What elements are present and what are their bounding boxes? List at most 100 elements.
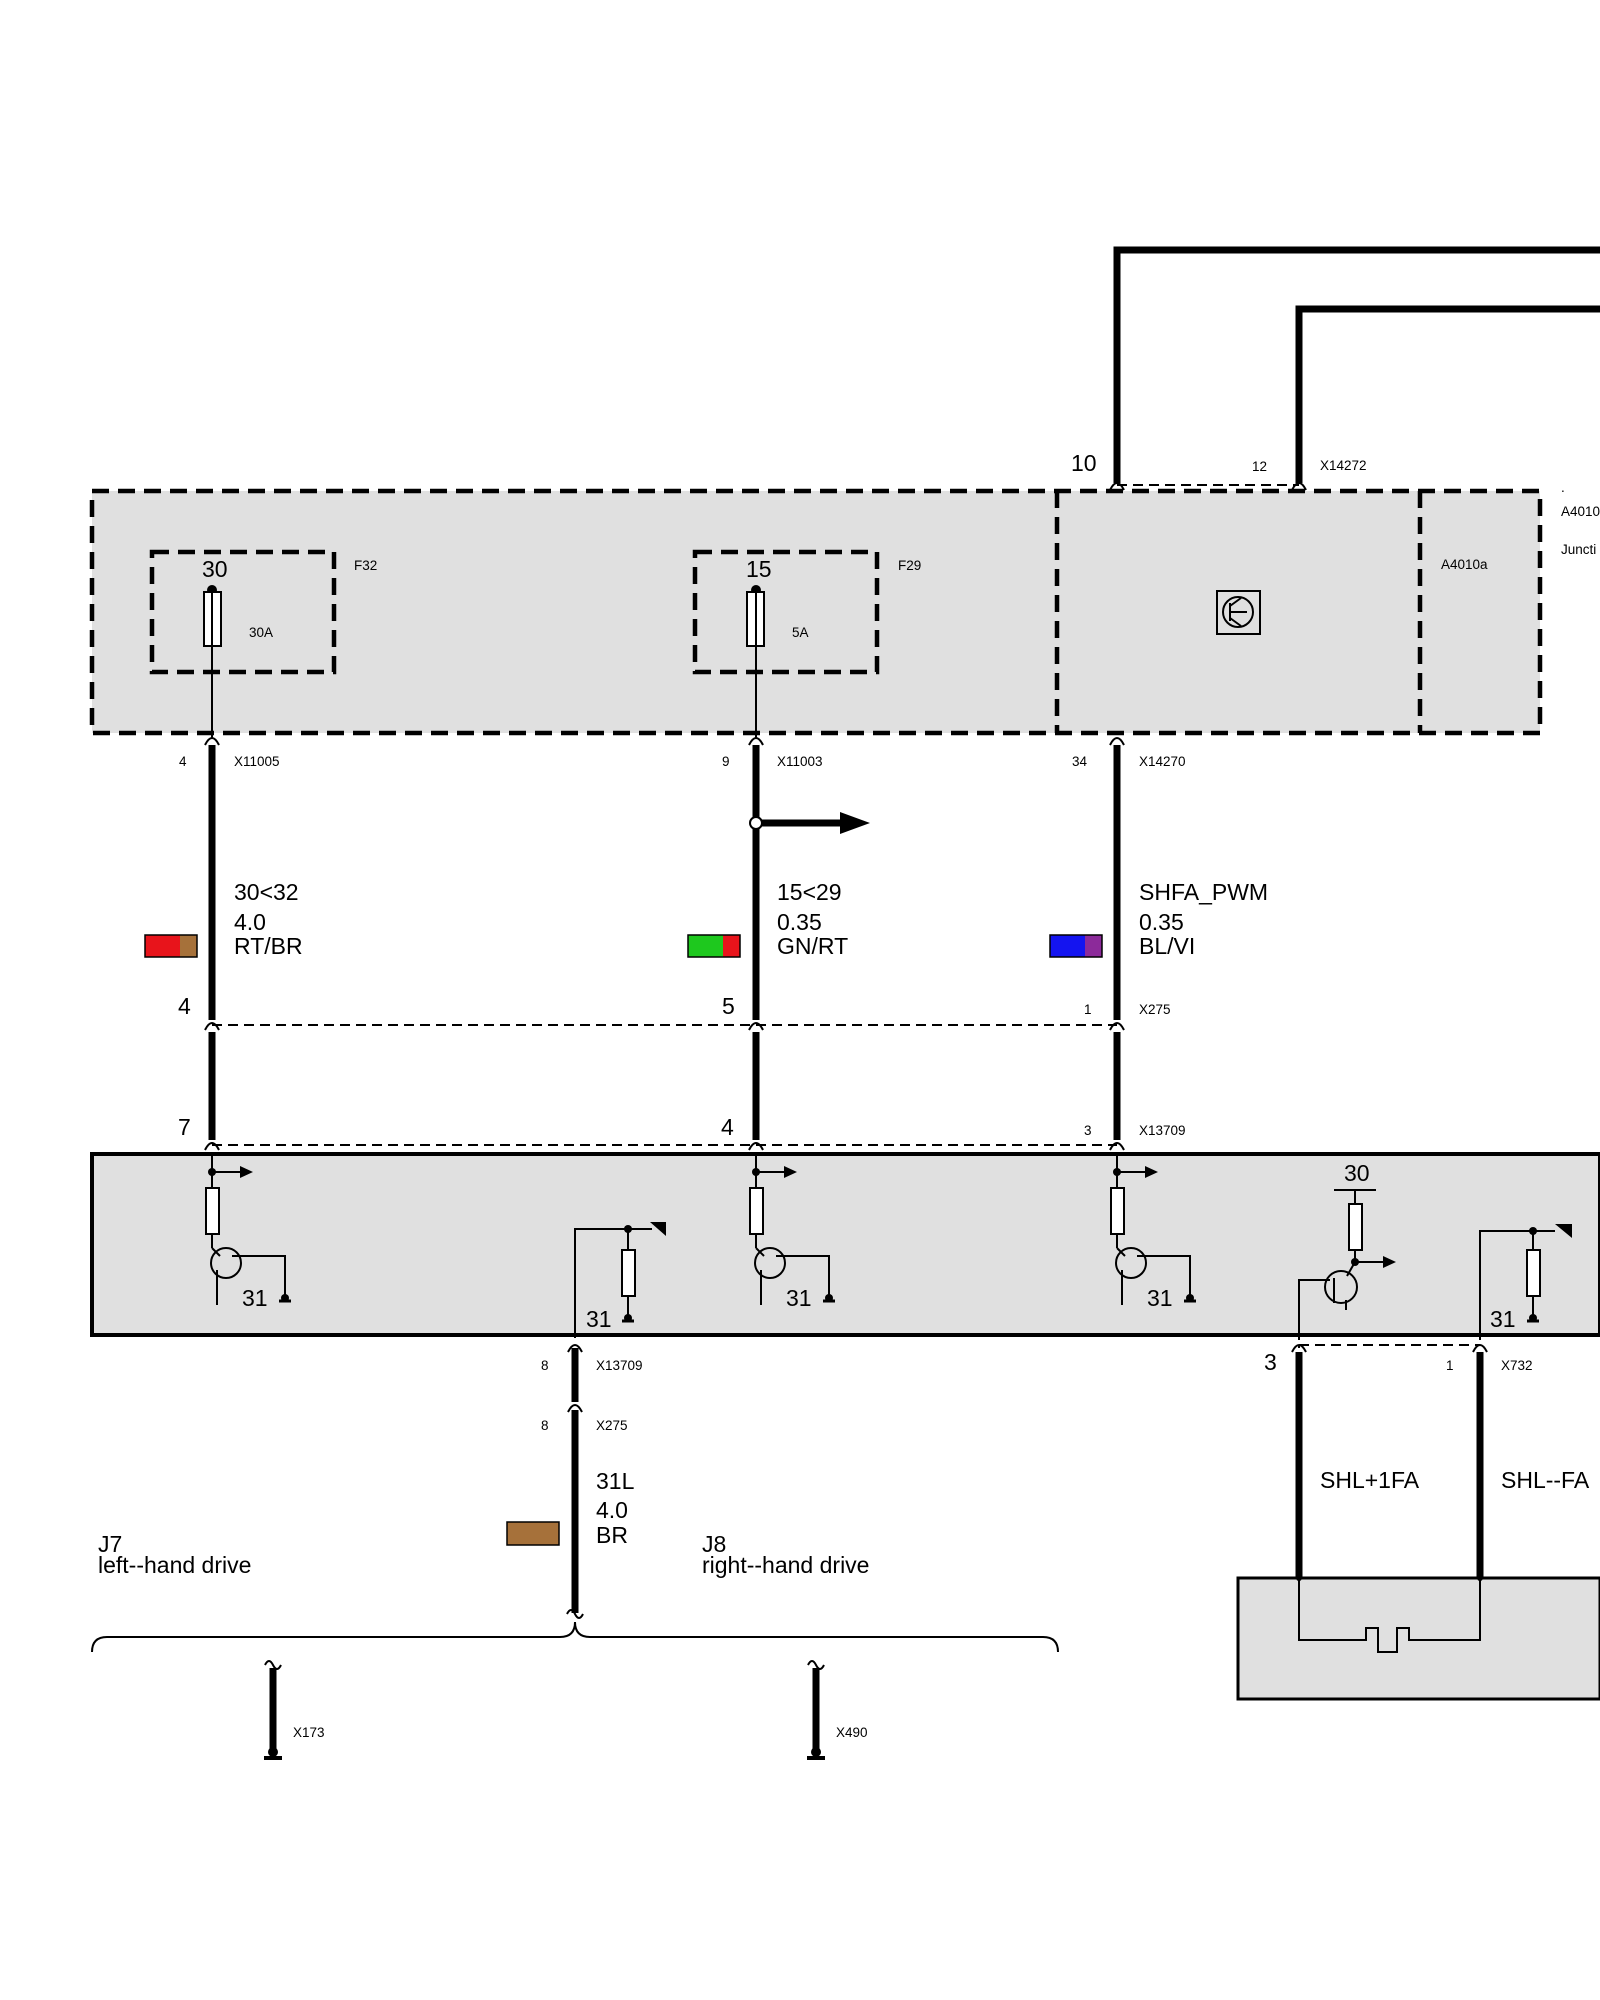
fuse-id: F32 <box>354 558 377 573</box>
fuse-id: F29 <box>898 558 921 573</box>
ground-point-x173: X173 <box>264 1660 325 1760</box>
wire-30-32: 4 X11005 30<32 4.0 RT/BR 4 7 <box>144 745 303 1140</box>
resistor-icon <box>1110 1187 1125 1235</box>
swatch-secondary <box>1085 935 1102 957</box>
transistor-icon <box>1324 1270 1358 1304</box>
connector-pin-label: 34 <box>1072 754 1088 769</box>
resistor-icon <box>1348 1203 1363 1251</box>
ground-icon <box>811 1747 821 1757</box>
module-dot: . <box>1561 480 1565 495</box>
ground-point-x490: X490 <box>807 1660 868 1760</box>
connector-pin-label: 3 <box>1084 1123 1092 1138</box>
fuse-f32: 30 F32 30A <box>149 549 377 738</box>
wire-shfa-pwm: 34 X14270 SHFA_PWM 0.35 BL/VI 1 3 <box>1049 745 1268 1140</box>
wire-color-swatch <box>1049 934 1103 958</box>
connector-pin-label: 4 <box>721 1114 734 1140</box>
wire-cross-section: 0.35 <box>777 909 822 935</box>
wire-15-29: 9 X11003 15<29 0.35 GN/RT 5 4 <box>687 745 870 1140</box>
variant-brace: J7 left--hand drive J8 right--hand drive <box>91 1531 1059 1653</box>
connector-id: X11005 <box>234 754 280 769</box>
inline-connector-x13709: X13709 <box>204 1123 1186 1151</box>
connector-pin-label: 8 <box>541 1358 549 1373</box>
driver-stage: 31 <box>749 1154 835 1311</box>
connector-pin-label: 5 <box>722 993 735 1019</box>
connector-id: X13709 <box>1139 1123 1186 1138</box>
wire-color-code: GN/RT <box>777 933 848 959</box>
wire-signal: SHL+1FA <box>1320 1467 1420 1493</box>
connector-pins-top <box>204 737 1125 746</box>
ground-label: 31 <box>1490 1306 1516 1332</box>
wire-cross-section: 4.0 <box>596 1497 628 1523</box>
connector-id: X13709 <box>596 1358 643 1373</box>
junction-box-fill <box>92 491 1540 733</box>
fuse-rating: 5A <box>792 625 809 640</box>
connector-pin-label: 12 <box>1252 459 1267 474</box>
driver-stage: 31 <box>1110 1154 1196 1311</box>
wire-signal: 30<32 <box>234 879 299 905</box>
connector-id: X732 <box>1501 1358 1533 1373</box>
junction-box-outline <box>89 488 1543 736</box>
seat-heater-module <box>1236 1576 1600 1701</box>
wire-color-swatch <box>506 1521 560 1546</box>
connector-pin-label: 10 <box>1071 450 1097 476</box>
transistor-icon <box>1216 590 1261 635</box>
variant-code: J7 <box>98 1531 122 1557</box>
connector-id: X14270 <box>1139 754 1186 769</box>
ground-label: 31 <box>786 1285 812 1311</box>
resistor-icon <box>205 1187 220 1235</box>
wire-color-swatch <box>687 934 741 958</box>
inline-connector-x275: X275 <box>204 1002 1171 1031</box>
top-feed-wires: 10 12 X14272 <box>1071 246 1600 491</box>
ground-pull: 31 <box>574 1222 666 1338</box>
connector-id: X11003 <box>777 754 823 769</box>
swatch-secondary <box>180 935 197 957</box>
junction-box-a4010: . A4010 Juncti A4010a 30 F32 30A 15 F2 <box>89 480 1600 738</box>
wire-signal: SHFA_PWM <box>1139 879 1268 905</box>
ground-point-id: X173 <box>293 1725 325 1740</box>
connector-id: X275 <box>1139 1002 1171 1017</box>
feed-wire <box>1295 305 1600 483</box>
connector-pin-label: 4 <box>179 754 187 769</box>
connector-pin-label: 7 <box>178 1114 191 1140</box>
sub-module-designator: A4010a <box>1441 557 1488 572</box>
connector-pin-label: 8 <box>541 1418 549 1433</box>
wire-color-code: RT/BR <box>234 933 303 959</box>
variant-label: left--hand drive <box>98 1552 251 1578</box>
wire-signal: 15<29 <box>777 879 842 905</box>
heater-connection: 3 1 X732 SHL+1FA SHL--FA <box>1236 1344 1600 1701</box>
swatch-primary <box>688 935 723 957</box>
connector-pin-label: 1 <box>1446 1358 1454 1373</box>
fuse-terminal-label: 15 <box>746 556 772 582</box>
ground-pull: 31 <box>1479 1224 1572 1340</box>
fuse-f29: 15 F29 5A <box>692 549 921 738</box>
heating-element-icon <box>1298 1578 1481 1653</box>
fuse-rating: 30A <box>249 625 273 640</box>
connector-pin-label: 9 <box>722 754 730 769</box>
ground-label: 31 <box>1147 1285 1173 1311</box>
resistor-icon <box>1526 1249 1541 1297</box>
ground-label: 31 <box>586 1306 612 1332</box>
transistor-icon <box>1115 1247 1147 1279</box>
connector-pin-label: 3 <box>1264 1349 1277 1375</box>
fuse-box-outline <box>149 549 337 675</box>
ground-icon <box>268 1747 278 1757</box>
driver-stage: 31 <box>205 1154 291 1311</box>
swatch-primary <box>145 935 180 957</box>
wire-signal: SHL--FA <box>1501 1467 1590 1493</box>
transistor-icon <box>754 1247 786 1279</box>
swatch-primary <box>1050 935 1085 957</box>
ground-wire-31l: 8 X13709 8 X275 31L 4.0 BR <box>506 1344 643 1613</box>
fuse-box-outline <box>692 549 880 675</box>
supply-label: 30 <box>1344 1160 1370 1186</box>
wire-color-code: BL/VI <box>1139 933 1195 959</box>
feed-wire <box>1113 246 1600 483</box>
connector-pin-icon <box>1291 482 1307 491</box>
wire-color-swatch <box>144 934 198 958</box>
connector-id: X14272 <box>1320 458 1367 473</box>
transistor-icon <box>210 1247 242 1279</box>
swatch-secondary <box>723 935 740 957</box>
control-module: 31 31 31 <box>90 1152 1600 1340</box>
connector-pin-icon <box>1109 482 1125 491</box>
fuse-terminal-label: 30 <box>202 556 228 582</box>
